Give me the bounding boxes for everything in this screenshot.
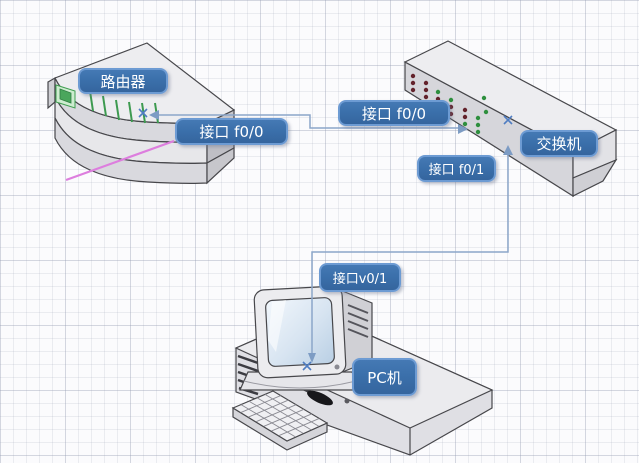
router-name-label: 路由器 — [100, 72, 146, 91]
monitor-screen-shine — [268, 300, 286, 352]
switch-port-f01-label: 接口 f0/1 — [428, 163, 485, 178]
arrowhead-up-icon — [503, 145, 513, 155]
callout-switch-name[interactable]: 交换机 — [520, 130, 598, 157]
connector-switch-to-router[interactable] — [149, 110, 468, 134]
callout-router-name[interactable]: 路由器 — [78, 68, 168, 94]
glue-x-switch-icon — [503, 115, 513, 125]
callout-router-port-f00[interactable]: 接口 f0/0 — [175, 118, 288, 145]
keyboard-keys — [240, 394, 320, 437]
monitor-power-dot — [334, 364, 340, 370]
pc-name-label: PC机 — [367, 368, 402, 387]
router-device[interactable] — [47, 42, 236, 185]
router-port-f00-label: 接口 f0/0 — [199, 123, 264, 141]
router-left-face — [47, 76, 56, 110]
monitor-base-swoosh — [243, 380, 357, 389]
callout-switch-port-f01[interactable]: 接口 f0/1 — [417, 155, 496, 182]
arrowhead-left-icon — [149, 110, 159, 120]
magenta-highlight-line — [65, 139, 175, 182]
arrowhead-down-icon — [308, 353, 316, 363]
connection-point-markers — [138, 108, 513, 371]
router-port-ticks — [89, 90, 159, 124]
callout-pc-name[interactable]: PC机 — [352, 358, 417, 396]
router-led-square-inner — [59, 88, 72, 104]
callout-pc-port-v01[interactable]: 接口v0/1 — [319, 263, 401, 292]
callout-switch-port-f00[interactable]: 接口 f0/0 — [338, 100, 450, 126]
pc-power-button — [344, 398, 350, 404]
switch-end-step — [572, 158, 618, 197]
pc-port-v01-label: 接口v0/1 — [332, 272, 388, 287]
router-band-3-side — [206, 146, 235, 185]
pc-case-badge — [307, 390, 333, 406]
switch-port-f00-label: 接口 f0/0 — [361, 104, 427, 123]
keyboard-top — [231, 390, 329, 442]
connector-pc-to-switch[interactable] — [308, 145, 513, 363]
switch-name-label: 交换机 — [536, 135, 582, 153]
glue-x-pc-icon — [302, 361, 312, 371]
glue-x-router-icon — [138, 108, 148, 118]
arrowhead-right-icon — [458, 124, 468, 134]
monitor-side-vents — [347, 304, 369, 338]
